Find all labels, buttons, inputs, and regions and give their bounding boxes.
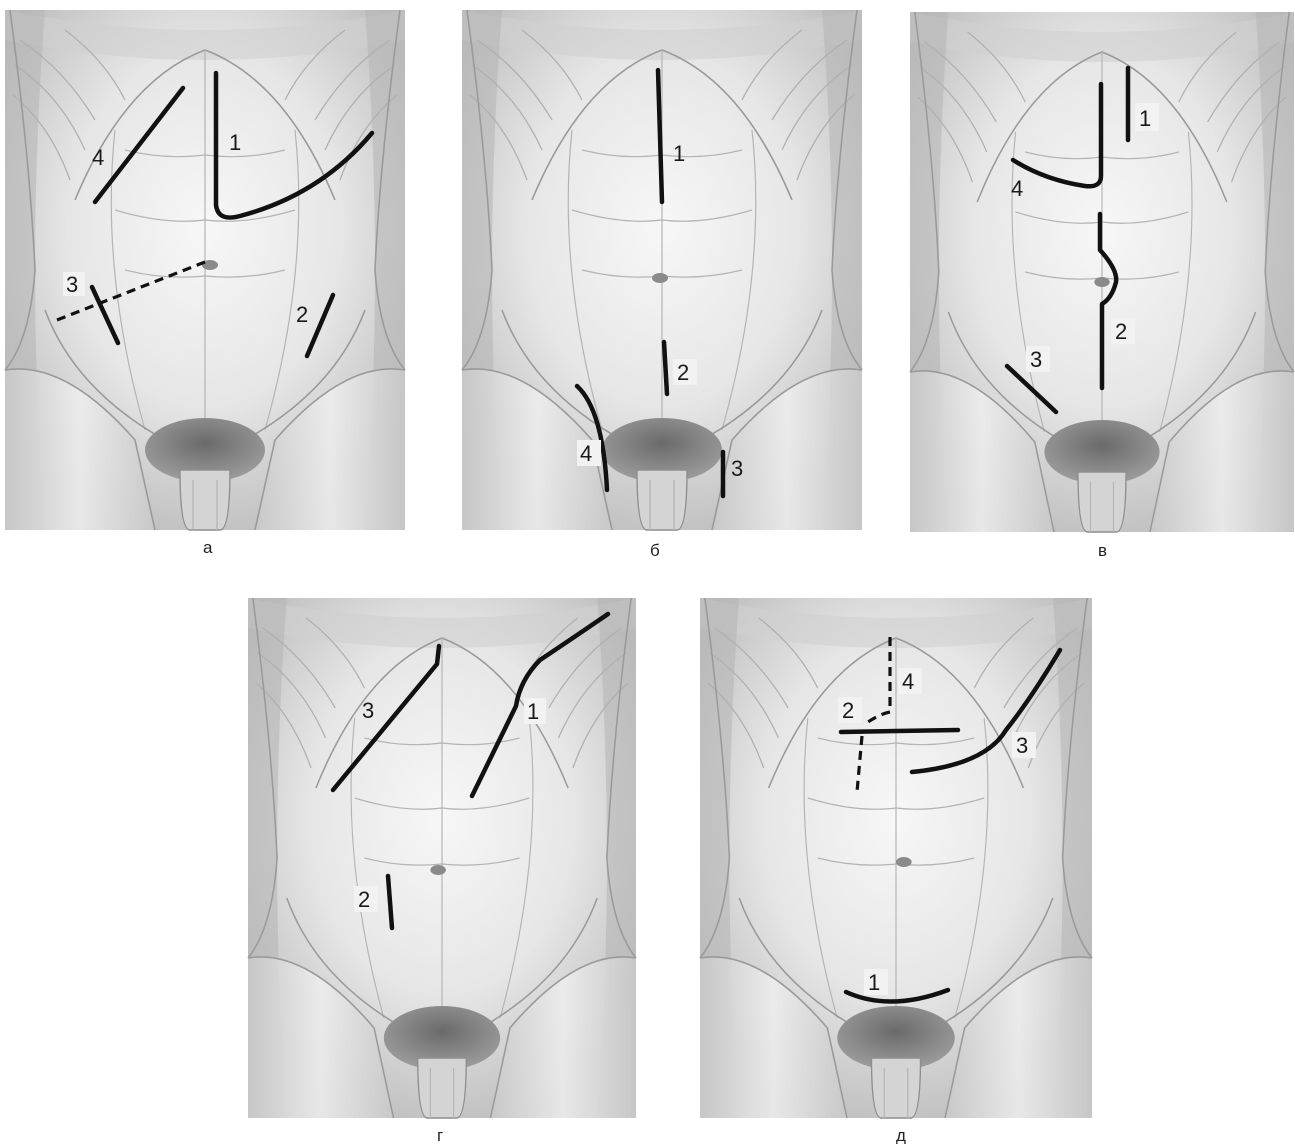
panel-d: 4 2 3 1 д [700, 598, 1092, 1144]
panel-v: 1 4 2 3 в [910, 12, 1294, 560]
torso-drawing [700, 598, 1092, 1118]
label-b-1: 1 [673, 141, 685, 166]
label-v-1: 1 [1139, 106, 1151, 131]
torso-drawing [248, 598, 636, 1118]
label-b-2: 2 [677, 360, 689, 385]
torso-drawing [462, 10, 862, 530]
label-v-4: 4 [1011, 176, 1023, 201]
navel [1094, 277, 1109, 287]
navel [430, 865, 446, 875]
label-g-3: 3 [362, 698, 374, 723]
label-a-4: 4 [92, 145, 104, 170]
panel-b: 1 2 4 3 б [462, 10, 862, 560]
caption-v: в [1098, 541, 1107, 560]
panel-g: 3 1 2 г [248, 598, 636, 1144]
incision-d-2 [841, 730, 958, 732]
label-d-4: 4 [902, 669, 914, 694]
label-v-2: 2 [1115, 319, 1127, 344]
caption-d: д [896, 1126, 906, 1144]
caption-b: б [650, 541, 660, 560]
label-a-1: 1 [229, 130, 241, 155]
label-a-2: 2 [296, 302, 308, 327]
panel-a: 4 1 3 2 а [5, 10, 405, 557]
caption-g: г [437, 1126, 443, 1144]
label-d-3: 3 [1016, 733, 1028, 758]
label-b-3: 3 [731, 456, 743, 481]
label-d-1: 1 [868, 970, 880, 995]
label-g-2: 2 [358, 887, 370, 912]
navel [896, 857, 912, 867]
label-v-3: 3 [1030, 347, 1042, 372]
torso-drawing [5, 10, 405, 530]
caption-a: а [203, 538, 213, 557]
navel [652, 273, 668, 283]
label-b-4: 4 [580, 441, 592, 466]
incision-b-2 [664, 342, 667, 394]
label-a-3: 3 [66, 272, 78, 297]
label-g-1: 1 [527, 699, 539, 724]
label-d-2: 2 [842, 698, 854, 723]
